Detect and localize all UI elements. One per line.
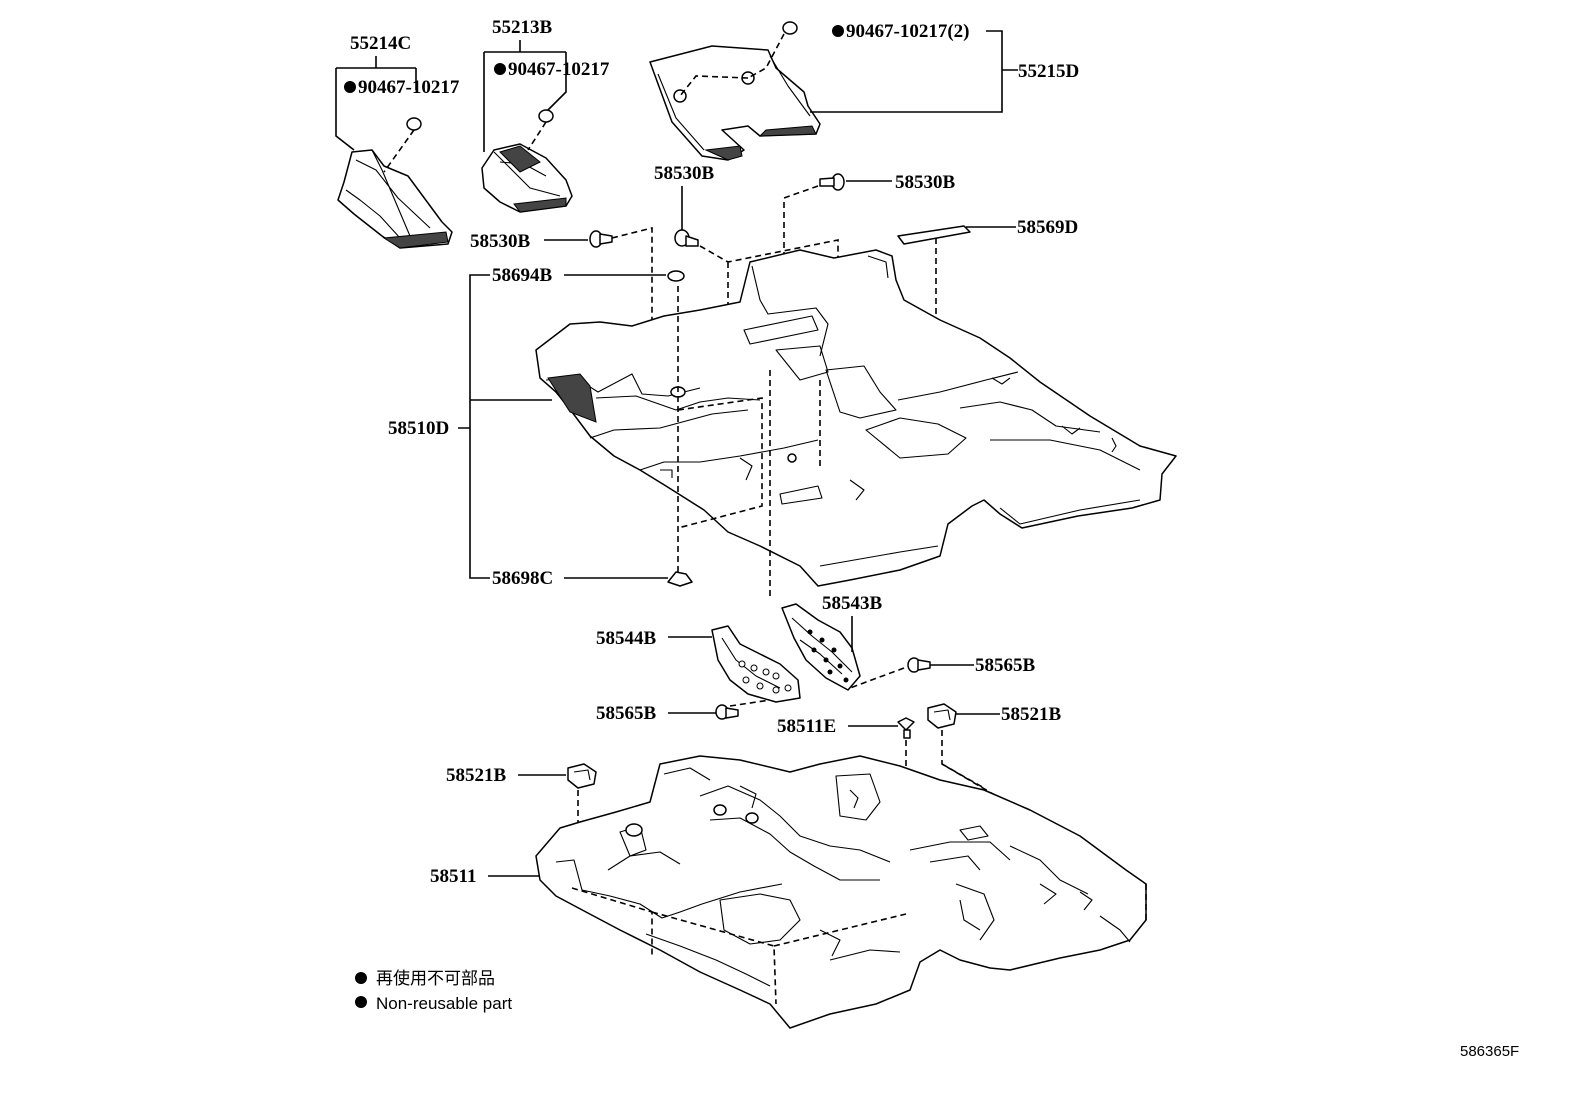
label-58511E: 58511E — [777, 716, 836, 737]
clip-58530B-right — [819, 173, 845, 191]
part-58510D-carpet — [535, 249, 1177, 587]
non-reusable-dot — [494, 63, 506, 75]
label-58521B-left: 58521B — [446, 765, 507, 786]
part-55213B-cover — [481, 143, 573, 213]
part-55214C-cover — [337, 149, 453, 249]
legend-dot — [355, 972, 367, 984]
clip-58511E — [897, 717, 915, 739]
clip-58521B-right — [927, 703, 957, 729]
legend-non-reusable: Non-reusable part — [376, 994, 512, 1013]
clip-icon — [538, 109, 554, 123]
label-58530B-right: 58530B — [895, 172, 956, 193]
clip-58698C — [667, 571, 693, 587]
label-58530B-center: 58530B — [654, 163, 715, 184]
clip-58565B-right — [907, 657, 931, 673]
grommet-58694B — [667, 270, 685, 282]
label-58511: 58511 — [430, 866, 476, 887]
label-58521B-right: 58521B — [1001, 704, 1062, 725]
clip-58530B-left — [589, 230, 613, 248]
label-58698C: 58698C — [492, 568, 553, 589]
part-58544B-silencer — [711, 625, 801, 703]
part-55215D-mat — [649, 45, 821, 161]
part-58543B-silencer — [781, 603, 861, 691]
diagram-code: 586365F — [1460, 1043, 1519, 1060]
label-55215D: 55215D — [1018, 61, 1079, 82]
label-58565B-right: 58565B — [975, 655, 1036, 676]
label-58544B: 58544B — [596, 628, 657, 649]
label-58569D: 58569D — [1017, 217, 1078, 238]
legend-dot — [355, 996, 367, 1008]
part-58569D-strip — [897, 225, 971, 245]
legend-japanese: 再使用不可部品 — [376, 968, 495, 988]
clip-icon — [782, 21, 798, 35]
clip-58530B-center — [674, 229, 699, 247]
label-58543B: 58543B — [822, 593, 883, 614]
label-55214C: 55214C — [350, 33, 411, 54]
non-reusable-dot — [344, 81, 356, 93]
label-55213B: 55213B — [492, 17, 553, 38]
label-55213B-clip: 90467-10217 — [508, 59, 610, 80]
clip-58565B-left — [715, 704, 739, 720]
clip-icon — [406, 117, 422, 131]
clip-58521B-left — [567, 763, 597, 789]
part-58511-silencer — [535, 755, 1147, 1029]
label-58565B-left: 58565B — [596, 703, 657, 724]
label-58694B: 58694B — [492, 265, 553, 286]
label-55215D-clip: 90467-10217(2) — [846, 21, 969, 42]
non-reusable-dot — [832, 25, 844, 37]
label-58510D: 58510D — [388, 418, 449, 439]
label-55214C-clip: 90467-10217 — [358, 77, 460, 98]
label-58530B-left: 58530B — [470, 231, 531, 252]
